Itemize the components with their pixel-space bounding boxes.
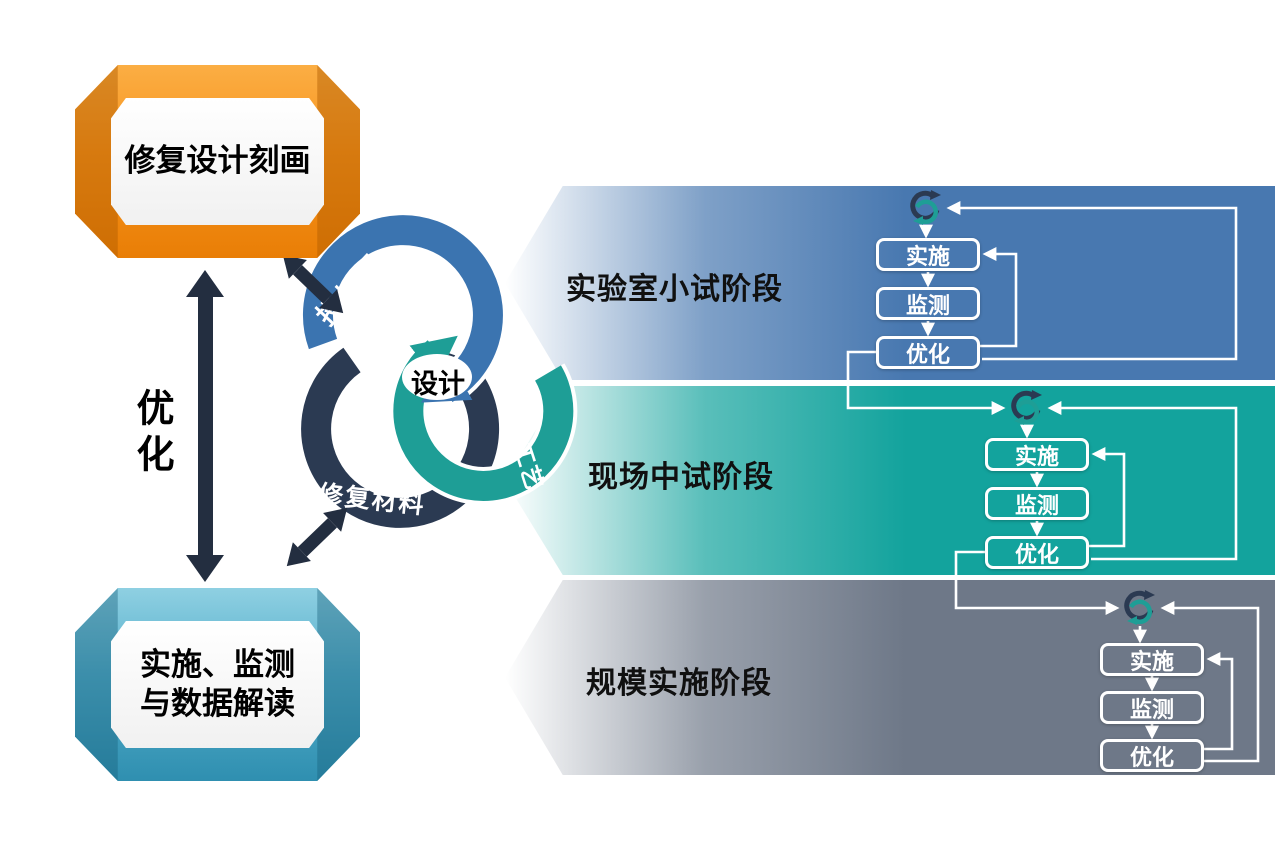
cycle-icon (1011, 390, 1042, 425)
cycle-icon (1124, 590, 1155, 625)
banner-bottom-label-line1: 实施、监测 (140, 646, 295, 682)
stage-band-scale (505, 580, 1275, 775)
stage-label-scale: 规模实施阶段 (586, 667, 772, 700)
banner-remediation-design: 修复设计刻画 (75, 65, 360, 258)
banner-bottom-label-line2: 与数据解读 (140, 685, 295, 721)
banner-top-label: 修复设计刻画 (124, 143, 311, 179)
stage1-step-monitor: 监测 (876, 287, 980, 320)
cycle-icon (910, 190, 941, 225)
arrowhead-down (186, 555, 224, 582)
stage-label-pilot: 现场中试阶段 (588, 461, 774, 494)
stage1-step-implement: 实施 (876, 238, 980, 271)
arrow-shaft (293, 264, 333, 304)
arrowhead-up (186, 270, 224, 297)
design-center-label: 设计 (411, 369, 465, 399)
stage1-step-optimize: 优化 (876, 336, 980, 369)
stage3-step-implement: 实施 (1100, 643, 1204, 676)
stage-label-lab: 实验室小试阶段 (566, 273, 783, 306)
stage2-step-monitor: 监测 (985, 487, 1089, 520)
optimize-label: 优化 (130, 388, 172, 480)
stage3-step-optimize: 优化 (1100, 739, 1204, 772)
stage3-step-monitor: 监测 (1100, 691, 1204, 724)
stage2-step-optimize: 优化 (985, 536, 1089, 569)
stage2-step-implement: 实施 (985, 438, 1089, 471)
banner-panel: 实施、监测 与数据解读 (111, 621, 324, 748)
banner-implement-monitor: 实施、监测 与数据解读 (75, 588, 360, 781)
arrow-shaft (297, 517, 337, 557)
arrow-shaft (197, 297, 213, 555)
banner-panel: 修复设计刻画 (111, 98, 324, 225)
optimize-double-arrow-icon (186, 270, 224, 582)
